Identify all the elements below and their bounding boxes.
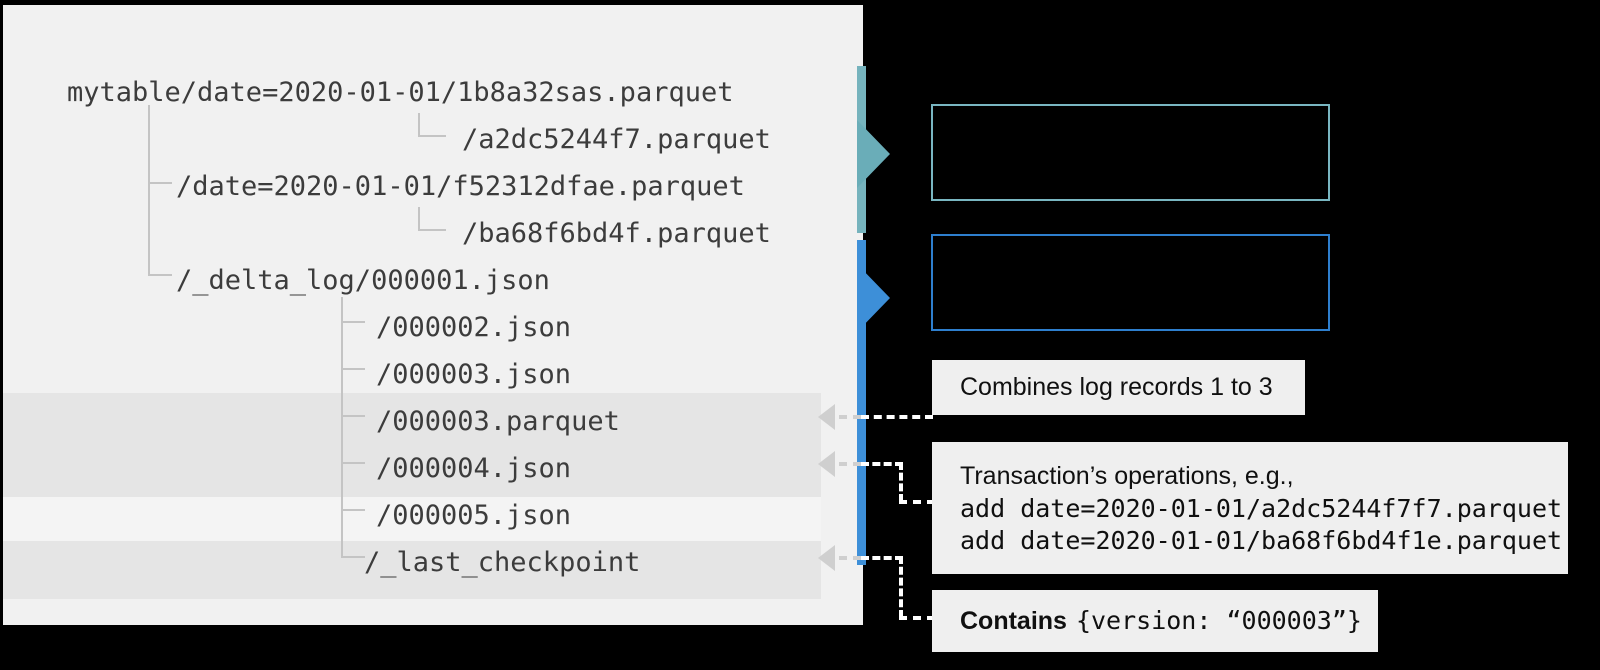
tree-row-label: mytable/date=2020-01-01/1b8a32sas.parque… [67,77,734,108]
tree-row-last-checkpoint[interactable]: /_last_checkpoint [364,539,640,586]
tree-line-vertical-a2dc [418,113,420,135]
leader-stub-transaction [839,462,861,466]
tree-row-000002-json[interactable]: /000002.json [376,304,571,351]
tree-line-vertical-ba68 [418,207,420,229]
tree-row-000003-json[interactable]: /000003.json [376,351,571,398]
transaction-note-line3: add date=2020-01-01/ba68f6bd4f1e.parquet [960,525,1563,555]
tree-row-000004-json[interactable]: /000004.json [376,445,571,492]
tree-row-date-partition[interactable]: /date=2020-01-01/f52312dfae.parquet [176,163,745,210]
leader-arrow-last-checkpoint-icon [818,545,835,571]
tree-row-label: /000004.json [376,453,572,484]
tree-row-000005-json[interactable]: /000005.json [376,492,571,539]
leader-line-transaction-h2 [899,500,935,504]
tree-row-label: /000003.json [376,359,572,390]
tree-row-000003-parquet[interactable]: /000003.parquet [376,398,620,445]
blue-group-pointer-icon [857,264,890,332]
file-tree-rows: mytable/date=2020-01-01/1b8a32sas.parque… [3,5,863,625]
row-highlight-last-checkpoint [3,541,821,599]
tree-line-elbow-000004 [341,462,365,464]
tree-line-elbow-ba68 [418,229,446,231]
last-checkpoint-note[interactable]: Contains {version: “000003”} [932,590,1378,652]
tree-row-delta-log[interactable]: /_delta_log/000001.json [176,257,550,304]
tree-line-elbow-000002 [341,321,365,323]
last-checkpoint-note-content: Contains {version: “000003”} [960,606,1378,636]
transaction-note-line2: add date=2020-01-01/a2dc5244f7f7.parquet [960,493,1563,523]
teal-group-pointer-icon [857,120,890,188]
leader-arrow-transaction-icon [818,451,835,477]
last-checkpoint-note-value: {version: “000003”} [1075,606,1362,635]
row-highlight-000005 [3,497,821,541]
leader-line-last-checkpoint-h1 [861,556,903,560]
tree-row-label: /_last_checkpoint [364,547,641,578]
leader-line-last-checkpoint-v [899,556,903,618]
tree-line-elbow-delta-log [148,274,172,276]
tree-line-elbow-000003-parquet [341,415,365,417]
transaction-note-line1: Transaction’s operations, e.g., [960,461,1294,490]
blue-group-bracket [857,240,866,565]
leader-line-transaction-h1 [861,462,903,466]
tree-row-a2dc[interactable]: /a2dc5244f7.parquet [462,116,771,163]
tree-row-label: /date=2020-01-01/f52312dfae.parquet [176,171,745,202]
file-tree-panel: mytable/date=2020-01-01/1b8a32sas.parque… [3,5,863,625]
tree-line-vertical-log-children [341,297,343,557]
tree-row-label: /_delta_log/000001.json [176,265,550,296]
tree-row-label: /000005.json [376,500,572,531]
leader-line-last-checkpoint-h2 [899,616,935,620]
leader-line-checkpoint [861,415,933,419]
tree-line-elbow-date2 [148,182,172,184]
leader-stub-checkpoint [839,415,861,419]
tree-row-label: /000002.json [376,312,572,343]
last-checkpoint-note-bold-label: Contains [960,607,1067,635]
tree-row-label: /ba68f6bd4f.parquet [462,218,771,249]
tree-row-label: /000003.parquet [376,406,620,437]
tree-line-elbow-a2dc [418,135,446,137]
leader-arrow-checkpoint-icon [818,404,835,430]
transaction-note[interactable]: Transaction’s operations, e.g., add date… [932,442,1568,574]
tree-line-elbow-last-checkpoint [341,556,365,558]
checkpoint-note-line1: Combines log records 1 to 3 [960,373,1273,401]
blue-empty-box[interactable] [931,234,1330,331]
leader-stub-last-checkpoint [839,556,861,560]
tree-line-elbow-000003-json [341,368,365,370]
checkpoint-note[interactable]: Combines log records 1 to 3 [932,360,1305,415]
leader-line-transaction-v [899,462,903,502]
row-highlight-checkpoint-group [3,393,821,497]
tree-row-label: /a2dc5244f7.parquet [462,124,771,155]
tree-row-ba68[interactable]: /ba68f6bd4f.parquet [462,210,771,257]
tree-line-elbow-000005 [341,509,365,511]
tree-row-root[interactable]: mytable/date=2020-01-01/1b8a32sas.parque… [67,69,733,116]
tree-line-vertical-root [148,105,150,275]
teal-empty-box[interactable] [931,104,1330,201]
